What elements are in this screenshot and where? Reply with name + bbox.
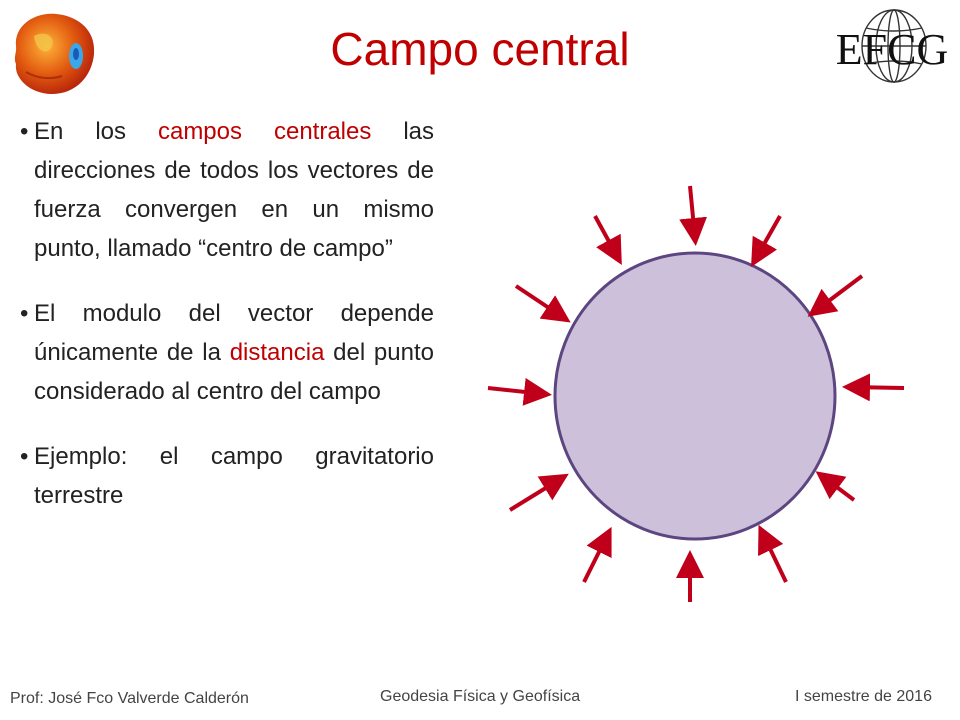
force-arrow xyxy=(807,274,864,317)
bullet-list: En los campos centrales las direcciones … xyxy=(18,112,434,541)
force-arrow xyxy=(679,185,708,246)
bullet-item: Ejemplo: el campo gravitatorio terrestre xyxy=(18,437,434,515)
field-body-circle xyxy=(553,251,837,541)
footer-author: Prof: José Fco Valverde Calderón xyxy=(10,690,249,707)
force-arrow xyxy=(582,526,612,583)
footer-course: Geodesia Física y Geofísica xyxy=(380,688,581,705)
force-arrow xyxy=(815,471,856,502)
force-arrow xyxy=(508,473,569,512)
force-arrow xyxy=(758,524,788,583)
central-field-diagram xyxy=(487,185,905,602)
bullet-text: del punto considerado al centro del camp… xyxy=(34,339,434,405)
force-arrow xyxy=(751,215,782,267)
bullet-item: En los campos centrales las direcciones … xyxy=(18,112,434,268)
geoid-globe-icon xyxy=(14,13,95,94)
bullet-text: Ejemplo: el campo gravitatorio terrestre xyxy=(34,443,434,509)
institution-globe-logo: EFCG xyxy=(836,9,948,83)
force-arrow xyxy=(514,284,571,323)
slide-title: Campo central xyxy=(330,23,630,75)
bullet-text: En los xyxy=(34,118,158,145)
footer-semester: I semestre de 2016 xyxy=(795,688,932,705)
bullet-item: El modulo del vector depende únicamente … xyxy=(18,294,434,411)
bullet-text: El modulo del vector depende únicamente … xyxy=(34,300,434,366)
logo-letters: EFCG xyxy=(836,25,948,74)
force-arrow xyxy=(487,377,552,406)
force-arrow xyxy=(842,373,905,402)
force-arrow xyxy=(593,215,622,266)
bullet-text: las direcciones de todos los vectores de… xyxy=(34,118,434,262)
bullet-highlight: campos centrales xyxy=(157,118,372,145)
bullet-highlight: distancia xyxy=(229,339,325,366)
